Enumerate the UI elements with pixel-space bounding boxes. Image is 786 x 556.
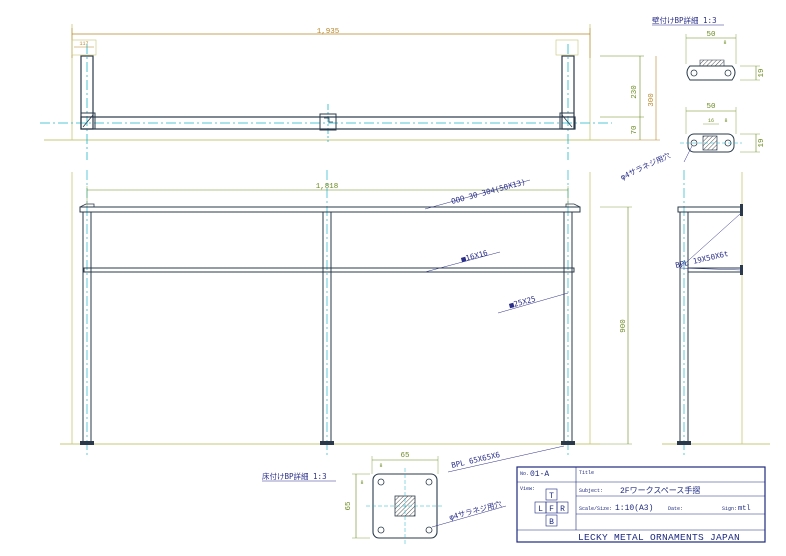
plan-view: 1,935 117 230 70 300 [40,24,660,160]
tb-company: LECKY METAL ORNAMENTS JAPAN [578,532,740,543]
top-handrail [79,206,581,213]
base-plate-left [80,441,94,445]
dim-230: 230 [631,85,639,99]
wall-bp-hole-note: φ4サラネジ用穴 [619,150,673,182]
tb-view-top: T [549,492,554,501]
note-post: ■25X25 [508,294,536,310]
wall-bp-title: 壁付けBP詳細 1:3 [652,15,717,25]
front-view: 1,818 OOO 30 304(50X13) ■16X16 ■25X25 BP… [60,170,632,473]
tb-sign-label: Sign: [722,506,737,512]
dim-300: 300 [648,93,656,107]
mid-rail [83,267,575,273]
tb-sign-value: mtl [738,505,751,513]
tb-view-left: L [538,505,543,514]
dim-height-900: 900 [620,319,628,333]
dim-front-length: 1,818 [316,183,339,191]
side-view: BPL 19X50X6t [662,170,770,458]
tb-view-label: View: [520,486,535,492]
note-base-plate: BPL 65X65X6 [450,450,501,470]
tb-view-right: R [560,505,565,514]
plan-post-right [559,112,575,130]
wall-bp-height-2: 19 [758,138,766,147]
tb-view-front: F [549,505,554,514]
wall-bp-edge: 8 [723,40,726,46]
tb-subject-value: 2Fワークスペース手摺 [620,485,700,496]
plan-post-center [319,113,337,131]
wall-bp-plate-top [686,65,736,81]
wall-bp-width: 50 [706,31,716,39]
floor-bp-hole-note: φ4サラネジ用穴 [448,498,503,522]
note-mid-rail: ■16X16 [460,248,489,264]
title-block: No. 01-A Title View: T L F R B Subject: … [516,466,766,543]
tb-no-label: No. [520,471,529,477]
tb-view-bottom: B [549,518,554,527]
wall-bp-edge-2: 8 [724,118,727,124]
dim-70: 70 [631,125,639,135]
base-plate-center [320,441,334,445]
wall-bp-detail: 壁付けBP詳細 1:3 50 8 19 50 16 8 19 φ4サラネジ用 [619,15,766,182]
tb-date-label: Date: [668,506,683,512]
floor-bp-width: 65 [400,452,410,460]
floor-bp-height: 65 [345,501,353,511]
dim-end-offset: 117 [79,41,88,47]
side-wall-bracket [740,204,743,216]
tb-title-label: Title [579,470,594,476]
tb-subject-label: Subject: [579,488,603,494]
dim-overall-width: 1,935 [317,28,340,36]
floor-bp-title: 床付けBP詳細 1:3 [262,471,327,481]
note-side-bracket: BPL 19X50X6t [674,249,729,270]
note-top-rail: OOO 30 304(50X13) [450,177,526,206]
tb-scale-label: Scale/Size: [579,506,612,512]
base-plate-right [561,441,575,445]
side-top-rail [677,206,743,213]
plan-post-left [80,112,96,130]
tb-no-value: 01-A [530,470,549,479]
floor-bp-edge: 8 [379,463,382,469]
floor-bp-edge-v: 8 [360,480,363,486]
wall-bp-center: 16 [708,118,714,124]
wall-bp-height: 19 [758,68,766,77]
tb-scale-value: 1:10(A3) [615,504,653,513]
wall-bp-width-2: 50 [706,103,716,111]
